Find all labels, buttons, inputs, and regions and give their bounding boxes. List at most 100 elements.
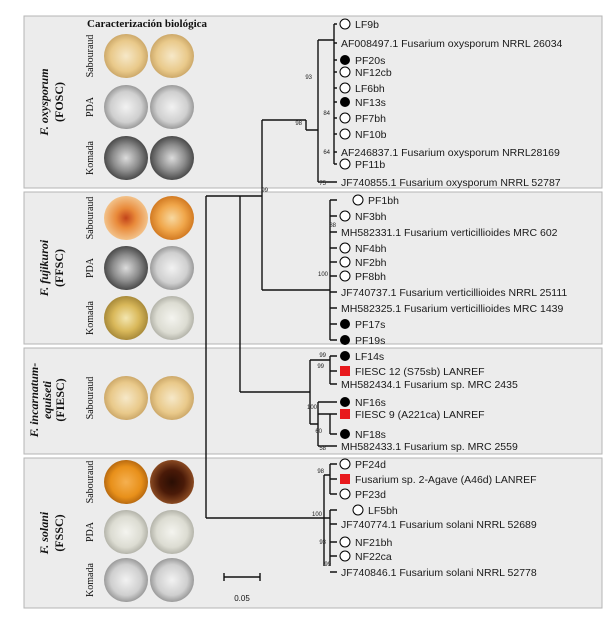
filled-circle-marker-icon (340, 319, 350, 329)
taxon-label: NF12cb (355, 67, 392, 79)
open-circle-marker-icon (339, 112, 351, 124)
taxon-label: FIESC 9 (A221ca) LANREF (355, 409, 485, 421)
culture-plate-image (150, 246, 194, 290)
tree-branch (239, 196, 310, 393)
red-square-marker-icon (340, 474, 350, 484)
scale-bar: 0.05 (223, 573, 261, 603)
bootstrap-value: 93 (305, 75, 312, 81)
bootstrap-value: 100 (312, 512, 323, 518)
taxon-label: NF3bh (355, 211, 387, 223)
culture-plate-image (150, 558, 194, 602)
bootstrap-value: 100 (318, 272, 329, 278)
tree-branch (317, 40, 337, 183)
group-code: (FFSC) (52, 249, 66, 287)
figure-title: Caracterización biológica (87, 18, 208, 30)
bootstrap-value: 98 (295, 121, 302, 127)
taxon-label: LF14s (355, 351, 384, 363)
culture-plate-image (150, 296, 194, 340)
medium-label: Komada (85, 563, 96, 597)
taxon-label: PF11b (355, 159, 385, 171)
culture-plate-image (104, 196, 148, 240)
group-label-fosc: F. oxysporum (FOSC) (37, 68, 66, 136)
bootstrap-value: 99 (319, 353, 326, 359)
taxon-label: FIESC 12 (S75sb) LANREF (355, 366, 485, 378)
group-name: F. incarnatum- (27, 363, 41, 438)
culture-plate-image (150, 196, 194, 240)
taxon-label: PF24d (355, 459, 386, 471)
culture-plate-image (104, 34, 148, 78)
filled-circle-marker-icon (340, 351, 350, 361)
scale-bar-label: 0.05 (234, 594, 250, 603)
group-name: F. solani (37, 511, 51, 555)
taxon-label: PF1bh (368, 195, 399, 207)
medium-label: Sabouraud (85, 197, 96, 240)
tree-branch (324, 463, 337, 495)
taxon-label: MH582325.1 Fusarium verticillioides MRC … (341, 303, 564, 315)
open-circle-marker-icon (339, 550, 351, 562)
bootstrap-value: 98 (317, 469, 324, 475)
filled-circle-marker-icon (340, 429, 350, 439)
taxon-label: NF2bh (355, 257, 387, 269)
bootstrap-value: 99 (261, 188, 268, 194)
taxon-label: JF740737.1 Fusarium verticillioides NRRL… (341, 287, 567, 299)
tree-branch (324, 509, 337, 573)
culture-plate-image (150, 136, 194, 180)
taxon-label: NF18s (355, 429, 386, 441)
tree-branch (310, 355, 337, 385)
group-code: (FSSC) (52, 514, 66, 551)
taxon-label: NF4bh (355, 243, 387, 255)
open-circle-marker-icon (339, 488, 351, 500)
culture-plate-image (150, 85, 194, 129)
bootstrap-value: 99 (317, 364, 324, 370)
taxon-label: NF16s (355, 397, 386, 409)
taxon-label: LF9b (355, 19, 379, 31)
open-circle-marker-icon (339, 210, 351, 222)
taxon-label: PF8bh (355, 271, 386, 283)
bootstrap-value: 93 (319, 540, 326, 546)
tree-branch (330, 199, 337, 341)
open-circle-marker-icon (339, 458, 351, 470)
filled-circle-marker-icon (340, 335, 350, 345)
culture-plate-image (104, 558, 148, 602)
open-circle-marker-icon (339, 270, 351, 282)
taxon-label: LF6bh (355, 83, 385, 95)
medium-label: PDA (85, 257, 96, 278)
bootstrap-value: 60 (315, 429, 322, 435)
open-circle-marker-icon (339, 256, 351, 268)
culture-plate-image (150, 376, 194, 420)
taxon-label: NF10b (355, 129, 387, 141)
group-code: (FOSC) (52, 82, 66, 122)
culture-plate-image (150, 460, 194, 504)
medium-label: Komada (85, 141, 96, 175)
medium-label: Sabouraud (85, 461, 96, 504)
open-circle-marker-icon (339, 128, 351, 140)
open-circle-marker-icon (339, 66, 351, 78)
open-circle-marker-icon (339, 242, 351, 254)
culture-plate-image (104, 246, 148, 290)
red-square-marker-icon (340, 366, 350, 376)
culture-plate-image (104, 376, 148, 420)
filled-circle-marker-icon (340, 397, 350, 407)
medium-label: Sabouraud (85, 377, 96, 420)
group-name: F. oxysporum (37, 68, 51, 136)
bootstrap-value: 84 (323, 111, 330, 117)
bootstrap-value: 58 (319, 446, 326, 452)
open-circle-marker-icon (339, 18, 351, 30)
group-code: (FIESC) (53, 378, 67, 421)
culture-plate-image (104, 136, 148, 180)
taxon-label: AF008497.1 Fusarium oxysporum NRRL 26034 (341, 38, 563, 50)
taxon-label: NF13s (355, 97, 386, 109)
open-circle-marker-icon (339, 82, 351, 94)
taxon-label: PF17s (355, 319, 385, 331)
bootstrap-value: 64 (323, 150, 330, 156)
culture-plates (104, 34, 194, 602)
red-square-marker-icon (340, 409, 350, 419)
culture-plate-image (104, 510, 148, 554)
taxon-label: PF7bh (355, 113, 386, 125)
taxon-label: PF23d (355, 489, 386, 501)
tree-branch (334, 42, 337, 165)
medium-label: Sabouraud (85, 35, 96, 78)
tree-branch (305, 120, 318, 131)
